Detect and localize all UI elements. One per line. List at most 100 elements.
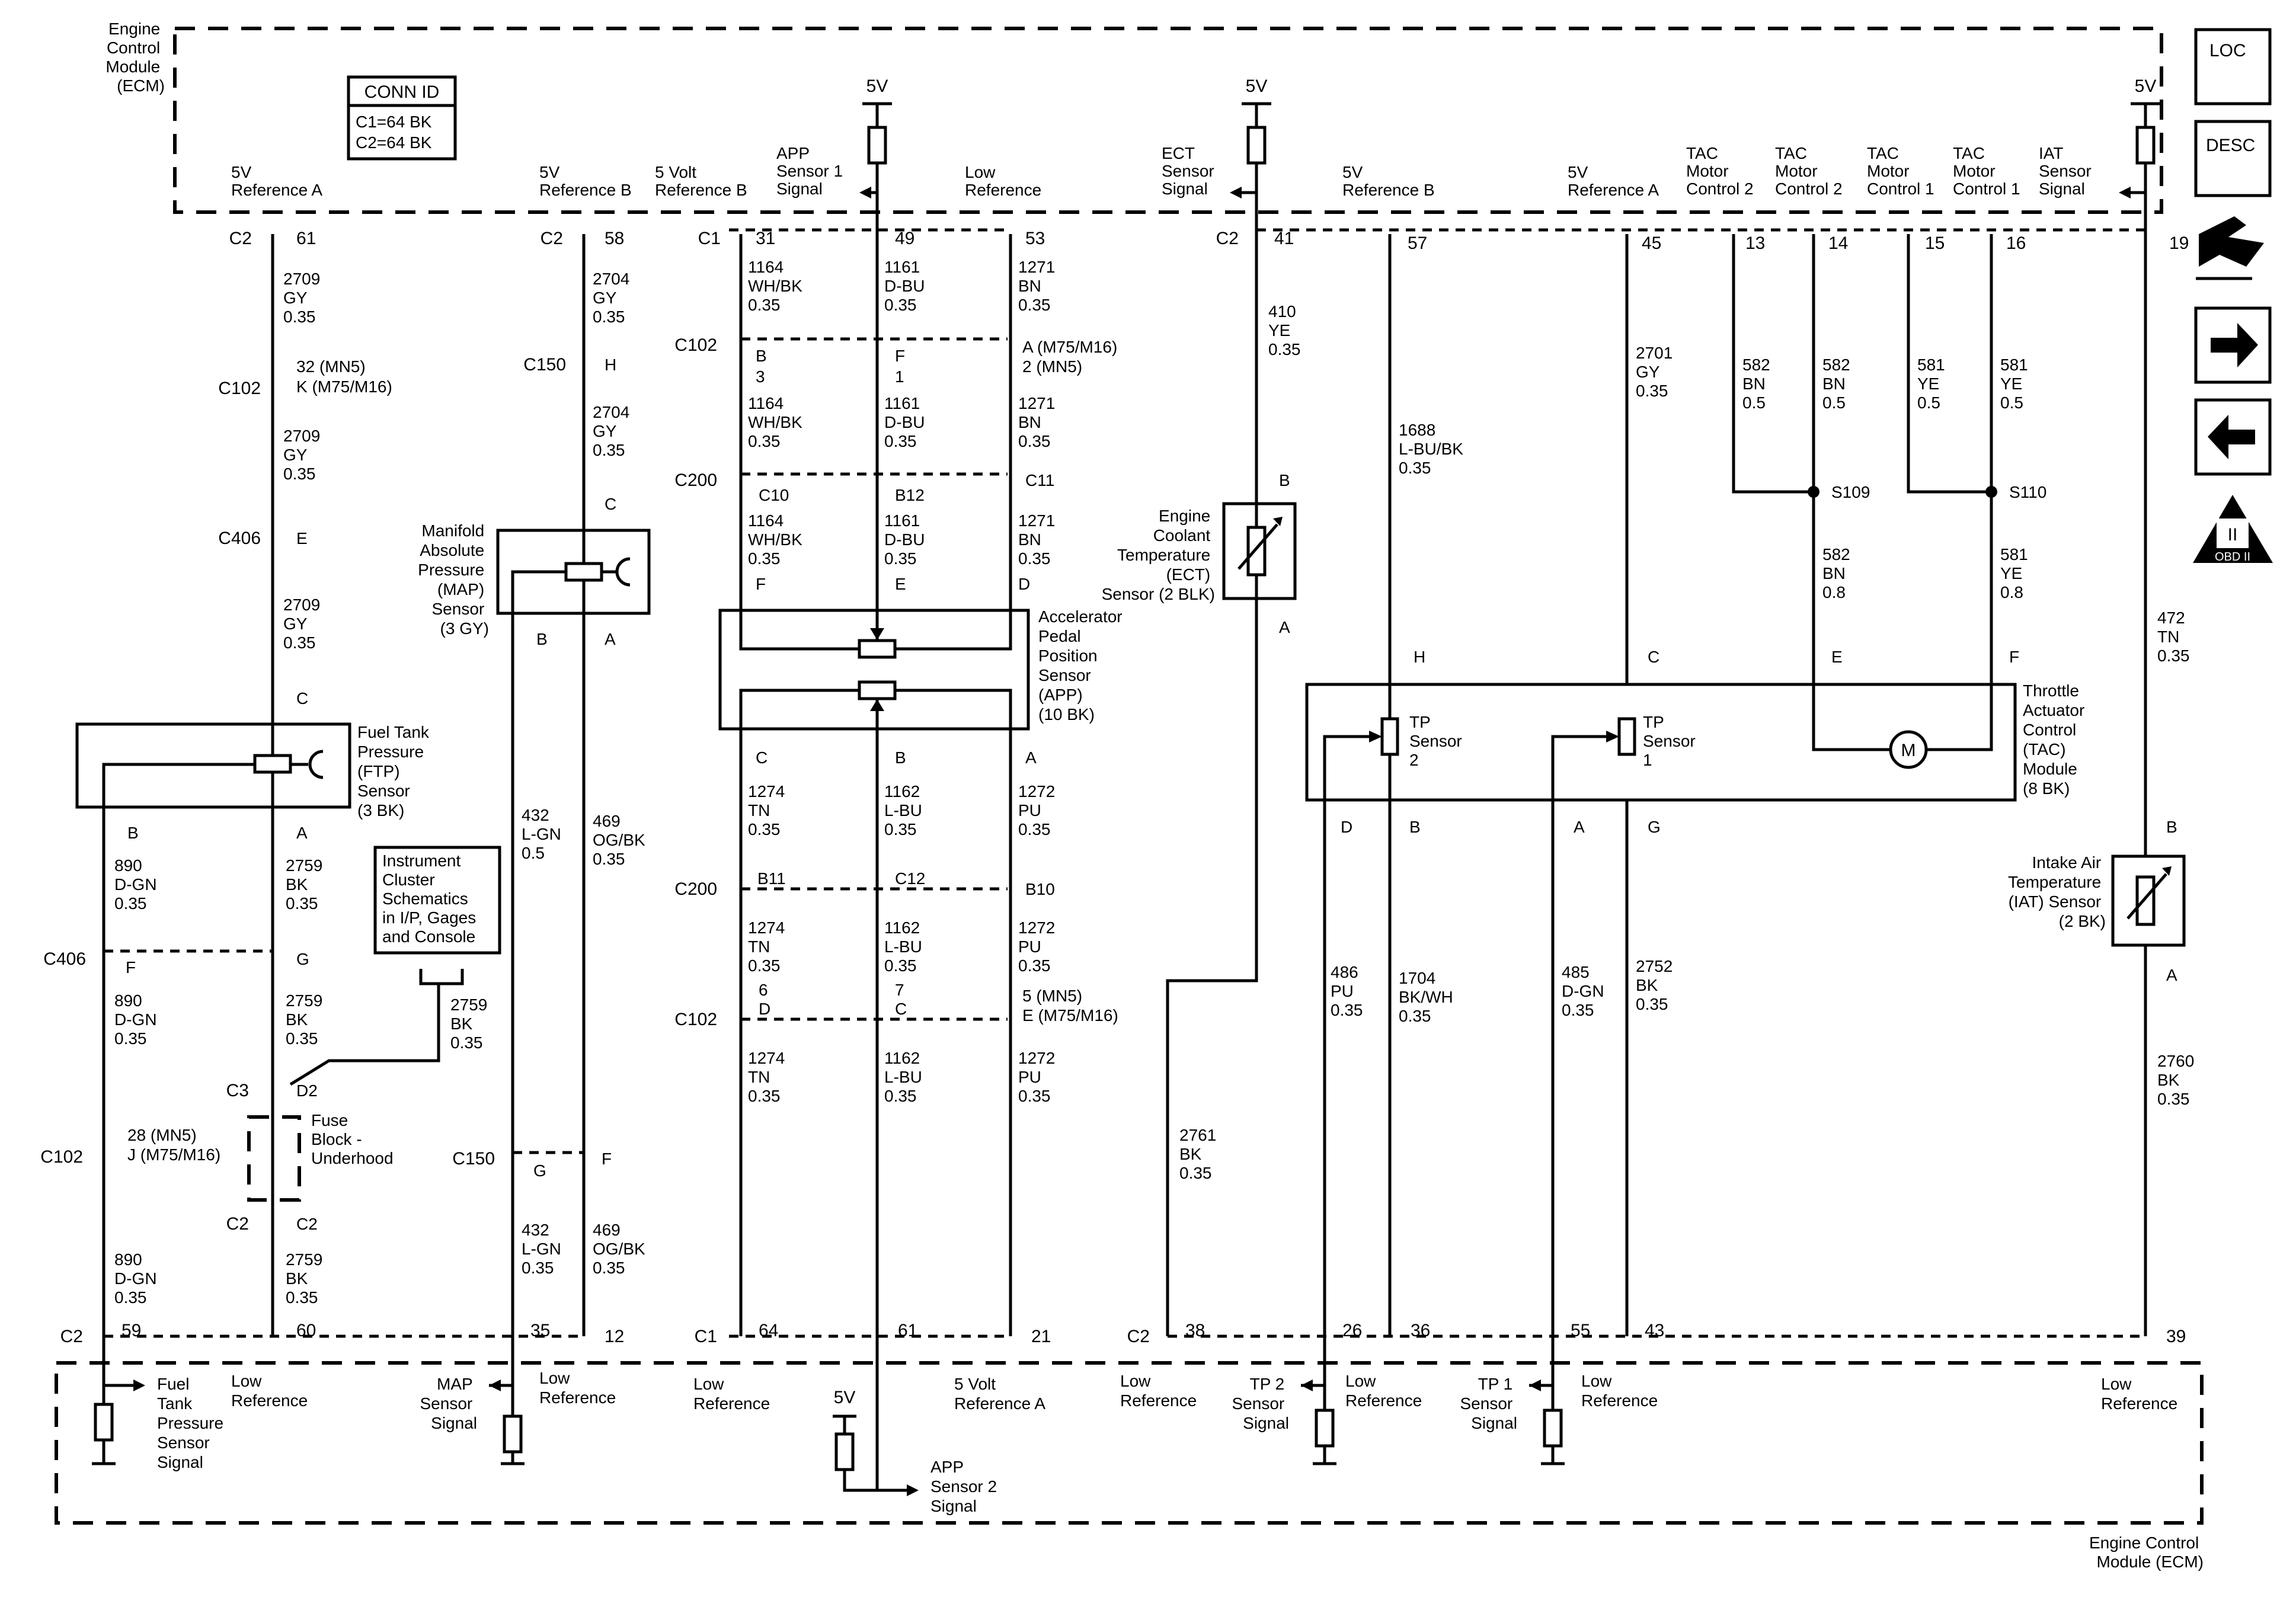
pin-tac-e: E xyxy=(1831,648,1843,666)
pin-c11: C11 xyxy=(1025,471,1054,489)
v5-label-app2: 5V xyxy=(834,1388,856,1407)
svg-text:Instrument Cluster: Instrument Cluster Schematics in I/P, Ga… xyxy=(382,852,481,946)
wire-label-2704b: 2704 GY 0.35 xyxy=(593,403,634,459)
wire-label-1161b: 1161 D-BU 0.35 xyxy=(884,394,929,450)
pin-14: 14 xyxy=(1828,233,1848,253)
conn-c2-bottom: C2 xyxy=(60,1327,83,1346)
pin-38: 38 xyxy=(1185,1321,1205,1340)
col13-top-label: IAT Sensor Signal xyxy=(2039,144,2096,198)
conn-c406-mid: C406 xyxy=(43,949,86,969)
svg-text:DESC: DESC xyxy=(2206,136,2255,155)
wire-label-582b: 582 BN 0.5 xyxy=(1822,356,1855,412)
conn-c406-top: C406 xyxy=(218,529,261,548)
wire-label-1272b: 1272 PU 0.35 xyxy=(1018,918,1060,975)
wire-label-2759b: 2759 BK 0.35 xyxy=(286,991,327,1048)
iat-label: Intake Air Temperature (IAT) Sensor (2 B… xyxy=(2008,853,2106,930)
map-sensor xyxy=(496,529,651,634)
conn-c200-bottom: C200 xyxy=(674,879,717,899)
c102-bottom-pins-3: 5 (MN5) E (M75/M16) xyxy=(1022,987,1118,1025)
pin-26: 26 xyxy=(1342,1321,1362,1340)
pin-app-d: D xyxy=(1018,575,1030,593)
wrench-icon[interactable] xyxy=(2196,216,2264,280)
pin-map-b: B xyxy=(536,630,548,648)
pin-tac-b: B xyxy=(1409,818,1421,836)
supply-5v-iat xyxy=(2119,102,2160,199)
pin-tac-h: H xyxy=(1414,648,1425,666)
v5-label-app: 5V xyxy=(866,76,888,96)
pin-d2: D2 xyxy=(296,1081,318,1100)
wire-label-472: 472 TN 0.35 xyxy=(2157,609,2190,665)
c102-pins-890: 28 (MN5) J (M75/M16) xyxy=(127,1126,220,1164)
pin-e: E xyxy=(296,529,308,548)
wire-label-1271b: 1271 BN 0.35 xyxy=(1018,394,1060,450)
pin-c10: C10 xyxy=(759,486,789,504)
bottom-label-low-6: Low Reference xyxy=(1581,1372,1658,1410)
wire-label-2709b: 2709 GY 0.35 xyxy=(283,427,325,483)
pin-tac-f: F xyxy=(2009,648,2019,666)
instrument-cluster-ref[interactable]: Instrument Cluster Schematics in I/P, Ga… xyxy=(373,846,501,955)
conn-c102-890: C102 xyxy=(40,1147,83,1167)
pin-57: 57 xyxy=(1408,233,1427,253)
wire-label-1274c: 1274 TN 0.35 xyxy=(748,1049,789,1105)
next-arrow-icon[interactable] xyxy=(2194,306,2272,384)
col12-top-label: TAC Motor Control 1 xyxy=(1953,144,2020,198)
bottom-label-low-3: Low Reference xyxy=(693,1375,770,1413)
pin-fuse-c2: C2 xyxy=(296,1215,318,1233)
pin-21: 21 xyxy=(1031,1327,1051,1346)
fuse-block-label: Fuse Block - Underhood xyxy=(311,1111,394,1167)
wire-label-1274a: 1274 TN 0.35 xyxy=(748,782,789,838)
pin-map-a: A xyxy=(605,630,616,648)
col7-top-label: 5V Reference B xyxy=(1342,163,1435,199)
pin-g: G xyxy=(296,950,309,968)
tac-label: Throttle Actuator Control (TAC) Module (… xyxy=(2023,681,2089,798)
svg-text:OBD II: OBD II xyxy=(2215,550,2250,564)
conn-c150-bottom: C150 xyxy=(452,1149,495,1169)
iat-sensor xyxy=(2111,854,2186,947)
splice-s109 xyxy=(1808,486,1819,498)
pin-41: 41 xyxy=(1274,229,1294,248)
pin-tac-d: D xyxy=(1341,818,1352,836)
svg-text:M: M xyxy=(1901,741,1916,760)
previous-arrow-icon[interactable] xyxy=(2194,398,2272,476)
ect-sensor xyxy=(1222,486,1297,616)
pin-39: 39 xyxy=(2166,1327,2186,1346)
pin-app-c: C xyxy=(756,748,768,767)
desc-button[interactable]: DESC xyxy=(2194,120,2272,197)
bottom-label-5v-a: 5 Volt Reference A xyxy=(954,1375,1045,1413)
wire-label-2709a: 2709 GY 0.35 xyxy=(283,270,325,326)
conn-c2: C2 xyxy=(229,229,252,248)
wire-label-1164b: 1164 WH/BK 0.35 xyxy=(748,394,807,450)
pin-16: 16 xyxy=(2006,233,2026,253)
obd-ii-icon[interactable]: II OBD II xyxy=(2193,495,2273,564)
conn-c102-app: C102 xyxy=(674,335,717,355)
wire-label-469b: 469 OG/BK 0.35 xyxy=(593,1221,650,1277)
bottom-label-low-2: Low Reference xyxy=(539,1369,616,1407)
bottom-label-low-1: Low Reference xyxy=(231,1372,308,1410)
svg-text:II: II xyxy=(2228,525,2238,545)
c102-pins-a: 32 (MN5) K (M75/M16) xyxy=(296,357,392,396)
svg-text:C2=64 BK: C2=64 BK xyxy=(356,133,432,152)
pin-60: 60 xyxy=(296,1321,316,1340)
pin-ftp-c: C xyxy=(296,689,308,708)
pin-f: F xyxy=(126,958,136,977)
wire-label-1271c: 1271 BN 0.35 xyxy=(1018,511,1060,568)
wire-label-469a: 469 OG/BK 0.35 xyxy=(593,812,650,868)
wire-label-1272c: 1272 PU 0.35 xyxy=(1018,1049,1060,1105)
wire-2759-branch xyxy=(289,984,440,1086)
label-s109: S109 xyxy=(1831,483,1870,501)
conn-c150-top: C150 xyxy=(523,355,566,375)
pin-b10: B10 xyxy=(1025,880,1055,898)
bottom-label-tp1: TP 1 Sensor Signal xyxy=(1460,1375,1518,1432)
pin-ftp-a: A xyxy=(296,824,308,842)
wire-label-1162c: 1162 L-BU 0.35 xyxy=(884,1049,927,1105)
loc-button[interactable]: LOC xyxy=(2194,28,2272,105)
pin-31: 31 xyxy=(756,229,775,248)
v5-label-ect: 5V xyxy=(1246,76,1268,96)
conn-c200-top: C200 xyxy=(674,470,717,490)
wire-label-581c: 581 YE 0.8 xyxy=(2000,545,2033,601)
pin-c12: C12 xyxy=(895,869,925,888)
pin-15: 15 xyxy=(1925,233,1945,253)
svg-text:CONN ID: CONN ID xyxy=(364,82,440,102)
wire-label-581a: 581 YE 0.5 xyxy=(1917,356,1950,412)
